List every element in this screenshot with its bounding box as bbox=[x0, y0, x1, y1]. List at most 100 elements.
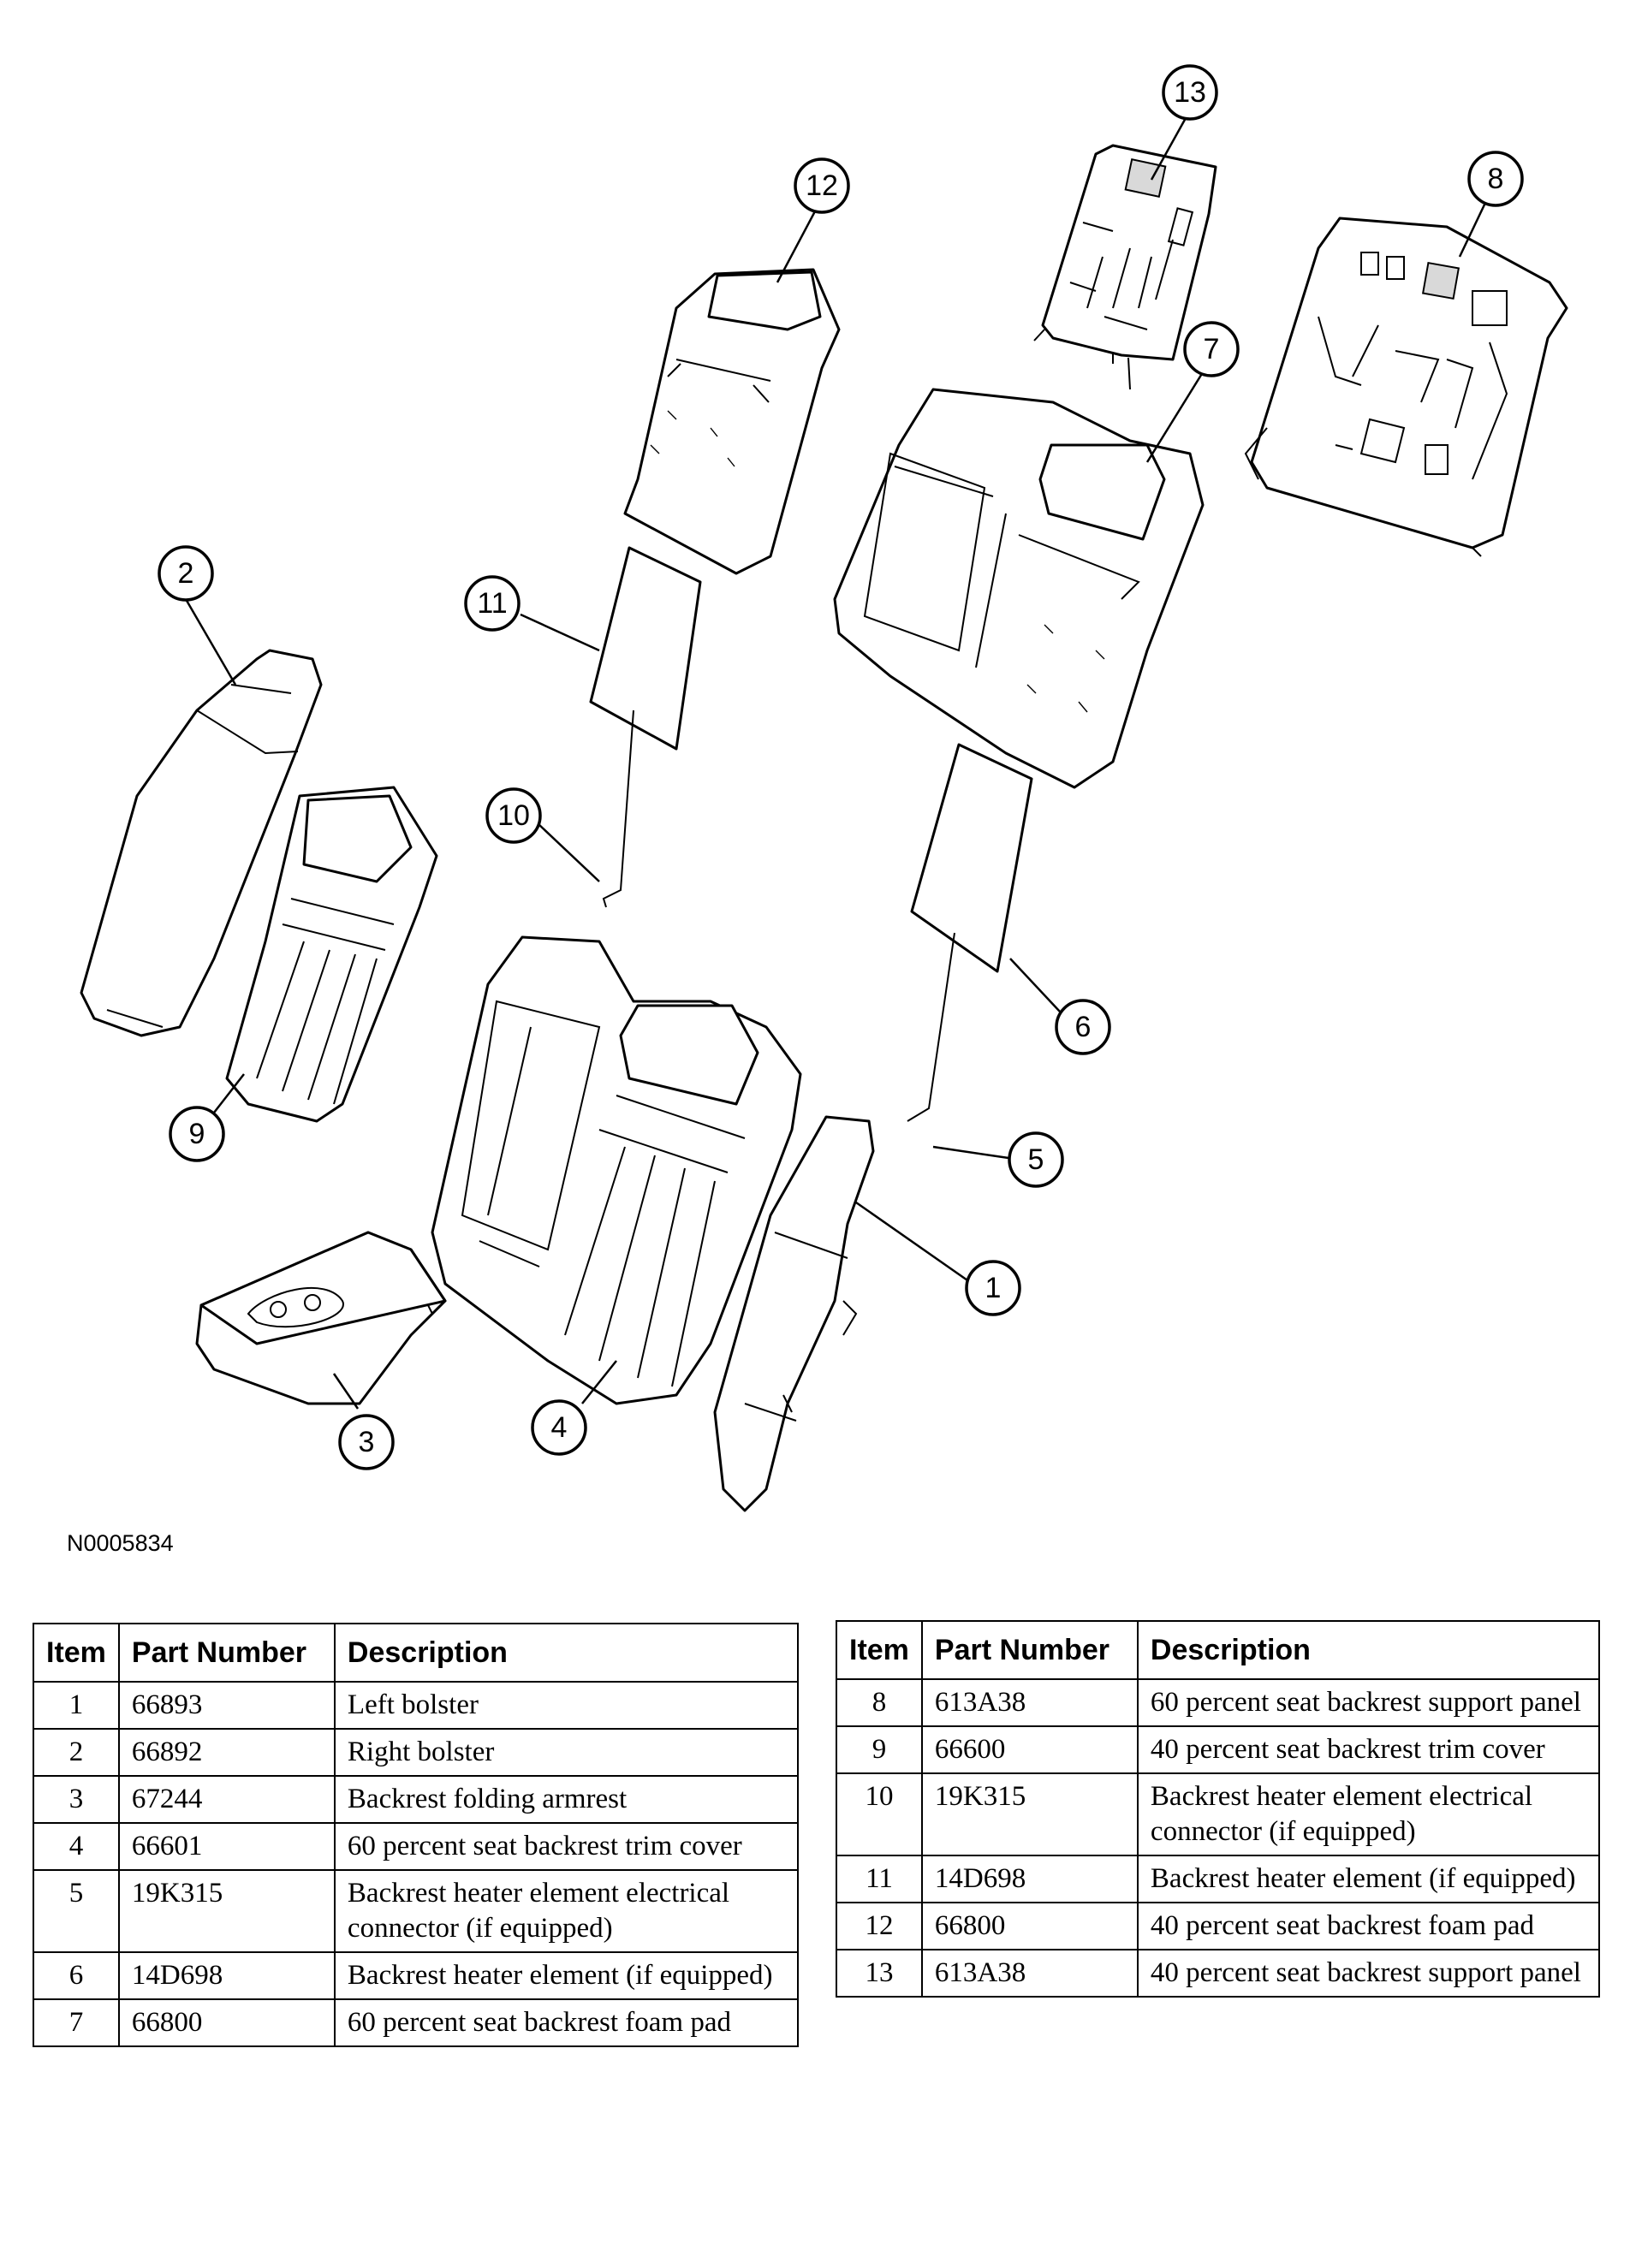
cell-description: Left bolster bbox=[333, 1681, 800, 1730]
cell-item: 4 bbox=[33, 1822, 120, 1871]
callout-11: 11 bbox=[464, 575, 521, 632]
callout-10: 10 bbox=[485, 787, 542, 844]
cell-description: 60 percent seat backrest foam pad bbox=[333, 1998, 800, 2047]
cell-item: 3 bbox=[33, 1775, 120, 1824]
header-item: Item bbox=[836, 1620, 923, 1680]
cell-item: 6 bbox=[33, 1951, 120, 2000]
cell-description: Backrest heater element (if equipped) bbox=[333, 1951, 800, 2000]
part-8-support-panel-60 bbox=[1244, 217, 1568, 557]
cell-description: 40 percent seat backrest foam pad bbox=[1136, 1902, 1601, 1950]
cell-description: Backrest heater element electrical conne… bbox=[1136, 1772, 1601, 1856]
part-9-trim-cover-40 bbox=[225, 786, 438, 1123]
callout-5: 5 bbox=[1008, 1131, 1064, 1188]
svg-text:4: 4 bbox=[551, 1411, 568, 1444]
part-12-foam-pad-40 bbox=[623, 268, 841, 575]
cell-part-number: 66892 bbox=[117, 1728, 336, 1777]
callout-7: 7 bbox=[1183, 321, 1240, 377]
cell-item: 1 bbox=[33, 1681, 120, 1730]
callout-9: 9 bbox=[169, 1106, 225, 1162]
cell-part-number: 14D698 bbox=[920, 1855, 1139, 1903]
cell-item: 2 bbox=[33, 1728, 120, 1777]
callout-6: 6 bbox=[1055, 999, 1111, 1055]
cell-description: Backrest heater element (if equipped) bbox=[1136, 1855, 1601, 1903]
part-13-support-panel-40 bbox=[1033, 144, 1217, 390]
callout-3: 3 bbox=[338, 1414, 395, 1470]
svg-text:1: 1 bbox=[985, 1272, 1002, 1304]
cell-item: 13 bbox=[836, 1949, 923, 1998]
cell-description: 40 percent seat backrest support panel bbox=[1136, 1949, 1601, 1998]
cell-part-number: 19K315 bbox=[117, 1869, 336, 1953]
cell-part-number: 613A38 bbox=[920, 1678, 1139, 1727]
table-header-row: Item Part Number Description bbox=[836, 1620, 1601, 1680]
svg-text:3: 3 bbox=[359, 1426, 375, 1458]
exploded-parts-diagram: 13 8 12 7 11 2 10 6 5 1 9 3 4 bbox=[80, 64, 1568, 1512]
callout-1: 1 bbox=[965, 1260, 1021, 1316]
cell-part-number: 19K315 bbox=[920, 1772, 1139, 1856]
cell-description: 60 percent seat backrest trim cover bbox=[333, 1822, 800, 1871]
cell-item: 10 bbox=[836, 1772, 923, 1856]
svg-text:2: 2 bbox=[178, 557, 194, 590]
part-6-heater-element-60 bbox=[907, 743, 1033, 1122]
cell-description: 60 percent seat backrest support panel bbox=[1136, 1678, 1601, 1727]
svg-text:5: 5 bbox=[1028, 1143, 1044, 1176]
cell-description: Right bolster bbox=[333, 1728, 800, 1777]
cell-item: 8 bbox=[836, 1678, 923, 1727]
header-part-number: Part Number bbox=[117, 1623, 336, 1683]
part-11-heater-element-40 bbox=[589, 546, 702, 908]
part-3-folding-armrest bbox=[195, 1231, 447, 1405]
cell-description: Backrest folding armrest bbox=[333, 1775, 800, 1824]
cell-part-number: 66601 bbox=[117, 1822, 336, 1871]
header-description: Description bbox=[1136, 1620, 1601, 1680]
cell-item: 9 bbox=[836, 1725, 923, 1774]
cell-item: 5 bbox=[33, 1869, 120, 1953]
callout-8: 8 bbox=[1467, 151, 1524, 207]
part-4-trim-cover-60 bbox=[431, 935, 802, 1405]
svg-text:6: 6 bbox=[1075, 1011, 1092, 1043]
cell-part-number: 67244 bbox=[117, 1775, 336, 1824]
part-1-left-bolster bbox=[713, 1115, 875, 1512]
svg-text:11: 11 bbox=[477, 587, 507, 620]
callout-4: 4 bbox=[531, 1399, 587, 1456]
cell-item: 7 bbox=[33, 1998, 120, 2047]
cell-part-number: 66893 bbox=[117, 1681, 336, 1730]
cell-part-number: 66600 bbox=[920, 1725, 1139, 1774]
cell-part-number: 66800 bbox=[920, 1902, 1139, 1950]
header-part-number: Part Number bbox=[920, 1620, 1139, 1680]
part-2-right-bolster bbox=[80, 649, 323, 1037]
svg-text:13: 13 bbox=[1174, 76, 1206, 109]
svg-text:7: 7 bbox=[1204, 333, 1220, 365]
cell-item: 11 bbox=[836, 1855, 923, 1903]
svg-text:10: 10 bbox=[497, 799, 530, 832]
svg-text:9: 9 bbox=[189, 1118, 205, 1150]
svg-text:8: 8 bbox=[1488, 163, 1504, 195]
callout-12: 12 bbox=[794, 157, 850, 214]
cell-part-number: 613A38 bbox=[920, 1949, 1139, 1998]
part-7-foam-pad-60 bbox=[833, 388, 1205, 789]
leader-lines bbox=[184, 117, 1487, 1410]
svg-text:12: 12 bbox=[806, 169, 838, 202]
table-header-row: Item Part Number Description bbox=[33, 1623, 800, 1683]
cell-part-number: 14D698 bbox=[117, 1951, 336, 2000]
callout-2: 2 bbox=[158, 545, 214, 602]
header-item: Item bbox=[33, 1623, 120, 1683]
cell-description: 40 percent seat backrest trim cover bbox=[1136, 1725, 1601, 1774]
cell-item: 12 bbox=[836, 1902, 923, 1950]
cell-description: Backrest heater element electrical conne… bbox=[333, 1869, 800, 1953]
cell-part-number: 66800 bbox=[117, 1998, 336, 2047]
header-description: Description bbox=[333, 1623, 800, 1683]
figure-id: N0005834 bbox=[67, 1530, 174, 1556]
